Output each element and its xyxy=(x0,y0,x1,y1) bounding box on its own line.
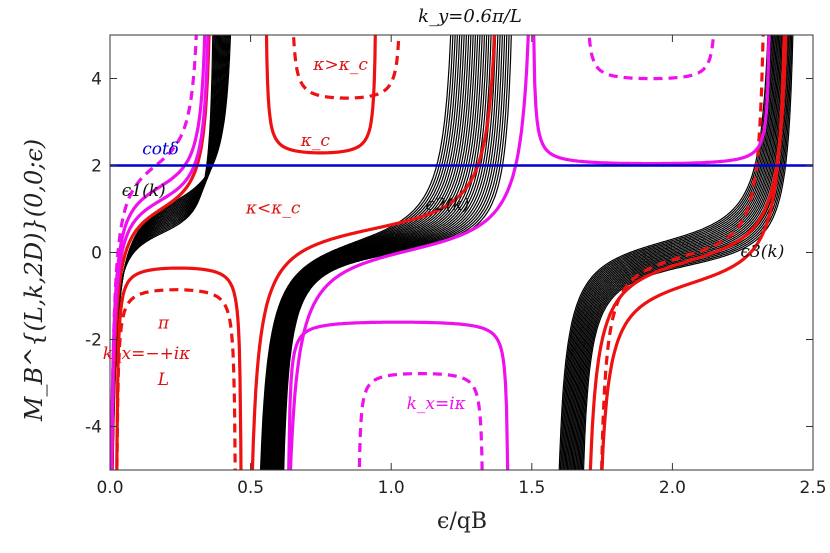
magenta-dashed-line xyxy=(110,35,198,470)
black-series-line xyxy=(259,35,452,470)
annotations: κ>κ_c κ_c κ<κ_c cotδ ϵ1(k) ϵ2(k) ϵ3(k) π k_x=−+i… xyxy=(103,55,785,414)
black-series-line xyxy=(277,35,499,470)
magenta-solid-line xyxy=(288,35,530,470)
y-tick-label: -2 xyxy=(85,331,102,351)
black-series-line xyxy=(272,35,483,470)
annotation: ϵ1(k) xyxy=(122,181,166,201)
black-series-line xyxy=(266,35,467,470)
red-solid-line xyxy=(264,35,377,155)
y-axis-label: M_B^{(L,k,2D)}(0,0;ϵ) xyxy=(20,139,48,422)
black-series-line xyxy=(281,35,508,470)
red-solid-line xyxy=(250,35,497,470)
magenta-solid-line xyxy=(532,35,771,166)
black-series-line xyxy=(570,35,781,470)
black-series-line xyxy=(560,35,771,470)
x-axis-label: ϵ/qB xyxy=(437,509,487,534)
black-series-line xyxy=(569,35,780,470)
black-series-line xyxy=(577,35,788,470)
x-tick-label: 2.0 xyxy=(659,478,686,498)
black-series-line xyxy=(277,35,497,470)
magenta-solid-line xyxy=(287,320,510,470)
red-dashed-line xyxy=(115,288,237,470)
red-solid-line xyxy=(110,35,211,470)
plot-lines xyxy=(110,35,813,470)
black-series-line xyxy=(564,35,775,470)
annotation: cotδ xyxy=(142,140,179,160)
black-series-line xyxy=(265,35,465,470)
annotation: κ<κ_c xyxy=(245,198,301,218)
y-tick-label: 0 xyxy=(91,244,102,264)
black-series-line xyxy=(567,35,779,470)
axis-ticks: 0.0 0.5 1.0 1.5 2.0 2.5 -4 -2 0 2 4 xyxy=(85,35,827,498)
black-series-line xyxy=(558,35,769,470)
chart-title: k_y=0.6π/L xyxy=(418,6,522,27)
annotation: L xyxy=(157,370,169,390)
black-series-line xyxy=(559,35,770,470)
magenta-solid-line xyxy=(110,35,207,470)
black-series-line xyxy=(572,35,783,470)
black-series-line xyxy=(263,35,461,470)
red-dashed-line xyxy=(600,35,765,470)
x-tick-label: 2.5 xyxy=(799,478,826,498)
black-series-line xyxy=(271,35,481,470)
x-tick-label: 1.5 xyxy=(518,478,545,498)
black-series-line xyxy=(581,35,793,470)
black-series-line xyxy=(272,35,486,470)
black-series-line xyxy=(264,35,463,470)
magenta-solid-line xyxy=(110,35,210,470)
black-series-line xyxy=(269,35,477,470)
magenta-dashed-line xyxy=(357,372,484,470)
black-series-line xyxy=(261,35,456,470)
x-tick-label: 1.0 xyxy=(378,478,405,498)
black-series-line xyxy=(563,35,774,470)
y-tick-label: 2 xyxy=(91,157,102,177)
black-series-line xyxy=(279,35,503,470)
black-series-line xyxy=(274,35,490,470)
black-series-line xyxy=(270,35,479,470)
black-series-line xyxy=(266,35,470,470)
red-solid-line xyxy=(600,35,786,470)
black-series-line xyxy=(278,35,501,470)
red-solid-line xyxy=(115,266,243,470)
black-series-line xyxy=(571,35,782,470)
black-series-line xyxy=(562,35,773,470)
x-tick-label: 0.5 xyxy=(237,478,264,498)
y-tick-label: -4 xyxy=(85,418,102,438)
annotation: κ>κ_c xyxy=(312,55,368,75)
black-series-line xyxy=(275,35,492,470)
black-series-line xyxy=(276,35,494,470)
annotation: κ_c xyxy=(300,131,331,151)
annotation: ϵ3(k) xyxy=(740,242,784,262)
annotation: π xyxy=(157,314,170,334)
black-series-line xyxy=(260,35,454,470)
y-tick-label: 4 xyxy=(91,70,102,90)
black-series-line xyxy=(267,35,472,470)
annotation: k_x=−+iκ xyxy=(103,344,191,364)
red-dashed-line xyxy=(291,35,401,100)
x-tick-label: 0.0 xyxy=(96,478,123,498)
black-series-line xyxy=(262,35,458,470)
annotation: k_x=iκ xyxy=(407,394,466,414)
black-series-line xyxy=(273,35,488,470)
annotation: ϵ2(k) xyxy=(425,195,469,215)
black-series-line xyxy=(280,35,506,470)
magenta-dashed-line xyxy=(587,35,716,81)
